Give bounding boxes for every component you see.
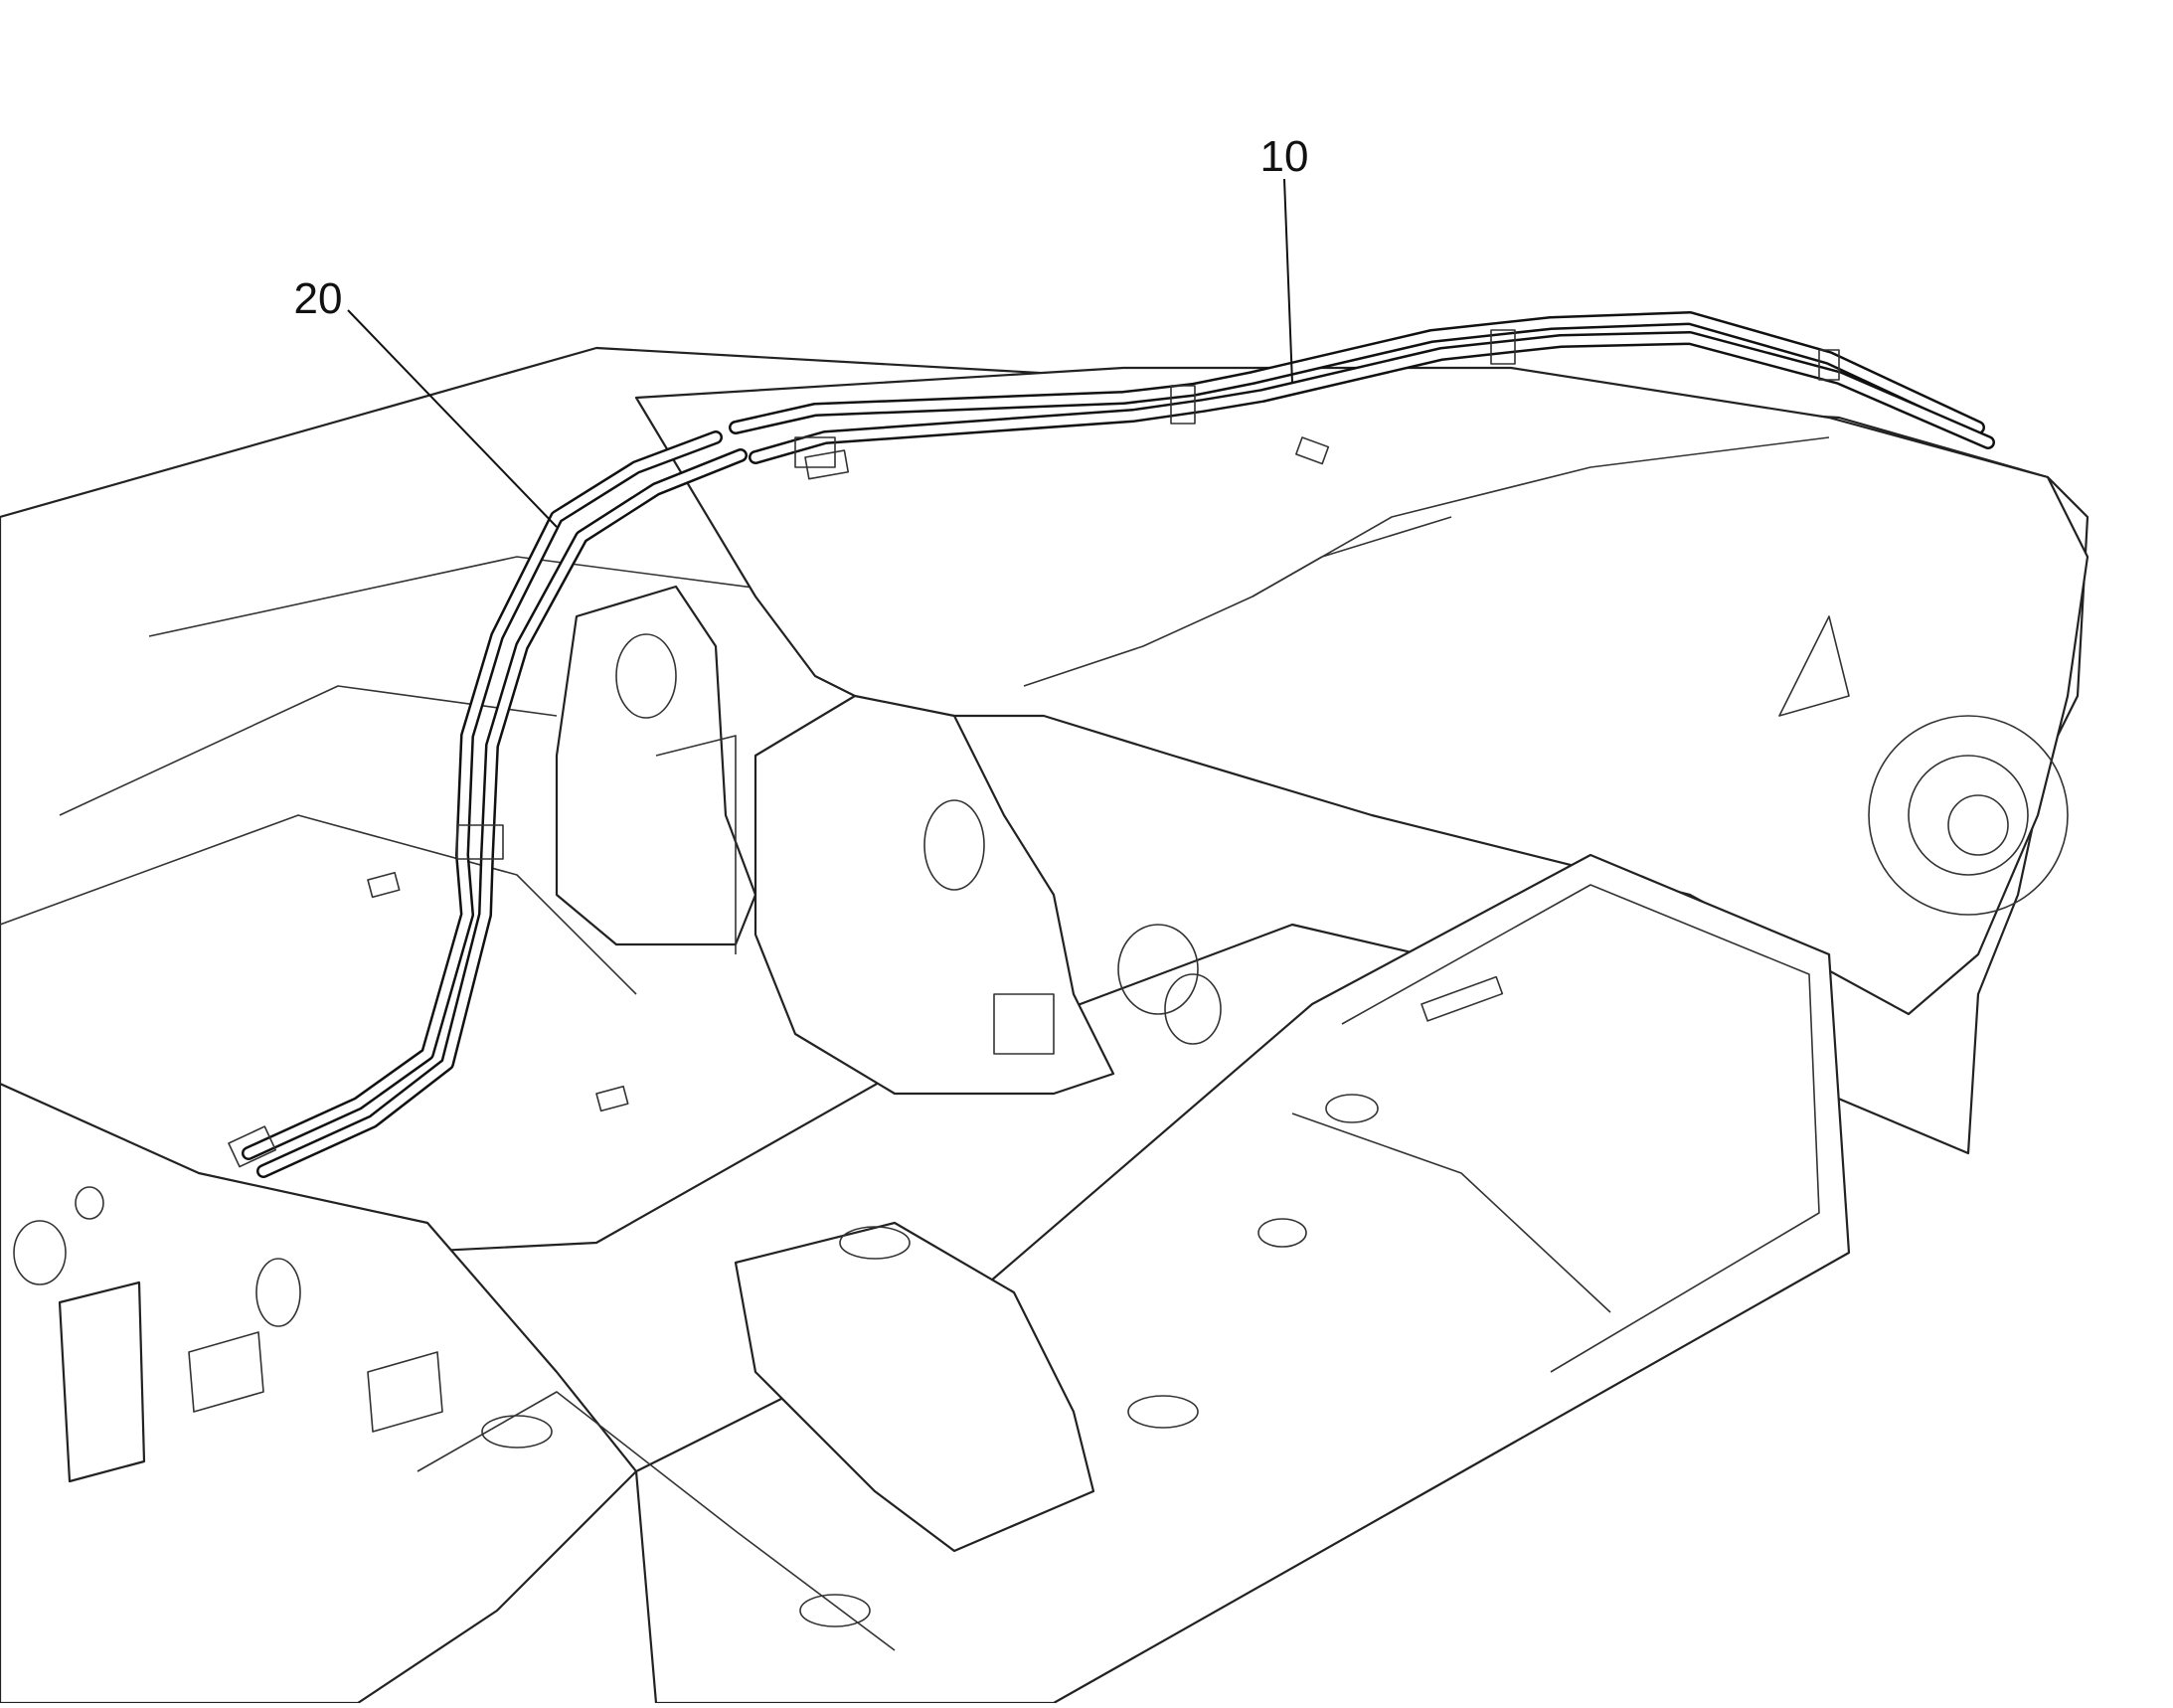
boom-arm [634,366,2089,1016]
hose-10 [729,311,1995,468]
hose-10-clamp [1170,385,1196,425]
hose-10-clamp [794,436,836,468]
callout-20: 20 [294,274,558,528]
label-20: 20 [294,274,343,323]
lower-frame [0,1082,1199,1705]
callout-10: 10 [1260,132,1309,384]
leader-line-20 [347,309,558,528]
label-10: 10 [1260,132,1309,181]
brackets [367,436,1330,1112]
hose-10-clamp [1490,329,1516,365]
hose-10-clamp [1818,349,1840,381]
leader-line-10 [1283,178,1293,384]
hose-20-fitting [228,1125,277,1168]
hose-20-clamp [456,824,504,860]
hose-20 [228,430,748,1178]
